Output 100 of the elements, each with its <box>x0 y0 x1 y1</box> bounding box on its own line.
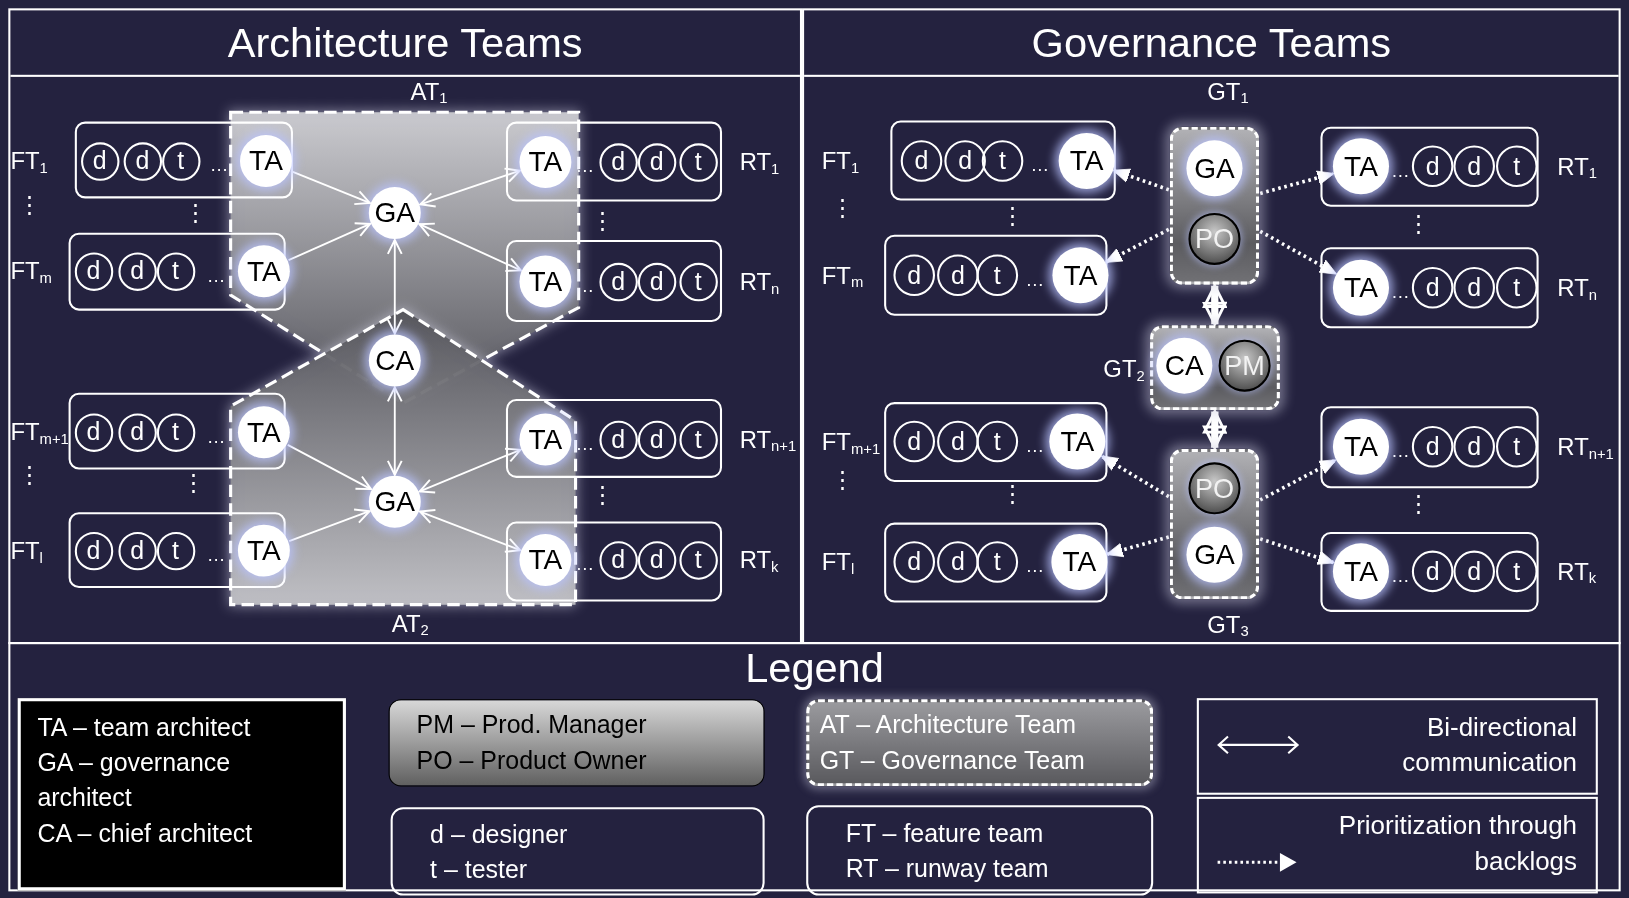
ellipsis: … <box>574 553 596 575</box>
team-label: FT$_{m+1}$ <box>10 417 69 447</box>
role-circle: d <box>1411 267 1454 309</box>
panel <box>802 8 1621 645</box>
legend-text: Prioritization through backlogs <box>1337 809 1578 877</box>
arrow <box>286 443 372 491</box>
role-circle: t <box>1496 267 1538 309</box>
team-label: RT$_{n}$ <box>739 267 780 297</box>
role-circle: TA <box>1332 543 1389 600</box>
role-circle: t <box>981 140 1024 182</box>
role-circle: d <box>1453 145 1495 187</box>
role-circle: CA <box>1156 337 1213 394</box>
legend-text: FT – feature team <box>845 817 1045 849</box>
arrow <box>1259 229 1338 276</box>
ellipsis: … <box>1390 440 1411 462</box>
team-label: AT$_{1}$ <box>409 76 449 106</box>
role-circle: PO <box>1188 212 1241 265</box>
role-circle: TA <box>1051 534 1108 591</box>
team-label: GT$_{3}$ <box>1206 609 1250 639</box>
team-label: FT$_{l}$ <box>10 536 43 566</box>
role-circle: d <box>117 531 157 570</box>
vertical-ellipsis: ⋮ <box>591 481 608 508</box>
ellipsis: … <box>205 264 227 286</box>
vertical-ellipsis: ⋮ <box>831 466 848 494</box>
arrow <box>287 222 372 262</box>
ellipsis: … <box>1024 435 1046 457</box>
panel <box>8 8 803 645</box>
vertical-ellipsis: ⋮ <box>1406 490 1424 518</box>
role-circle: t <box>1496 425 1538 468</box>
legend-text: AT – Architecture Team <box>819 709 1078 741</box>
role-circle: d <box>893 541 935 583</box>
team-label: AT$_{2}$ <box>390 608 430 638</box>
vertical-ellipsis: ⋮ <box>1406 209 1424 237</box>
ellipsis: … <box>208 154 230 176</box>
arrow <box>418 447 522 494</box>
ellipsis: … <box>1390 281 1411 303</box>
arrow <box>288 508 371 543</box>
role-circle: PO <box>1188 462 1241 515</box>
ellipsis: … <box>1390 565 1411 586</box>
role-circle: t <box>678 262 718 301</box>
arrow <box>386 386 403 476</box>
role-circle: d <box>937 254 979 297</box>
role-circle: TA <box>1049 413 1106 470</box>
role-circle: d <box>900 140 943 182</box>
role-circle: d <box>117 412 157 452</box>
team-label: RT$_{k}$ <box>739 545 779 575</box>
role-circle: t <box>156 412 195 452</box>
role-circle: GA <box>1186 140 1243 197</box>
legend-text: GT – Governance Team <box>819 744 1086 776</box>
ellipsis: … <box>574 433 596 454</box>
vertical-ellipsis: ⋮ <box>831 194 848 222</box>
role-circle: t <box>1496 550 1538 593</box>
team-label: FT$_{1}$ <box>10 146 48 176</box>
vertical-ellipsis: ⋮ <box>1001 202 1019 230</box>
legend-text: Bi-directional communication <box>1401 710 1578 779</box>
vertical-ellipsis: ⋮ <box>17 191 35 219</box>
role-circle: d <box>74 412 113 452</box>
role-circle: PM <box>1218 339 1271 392</box>
legend-box <box>806 805 1154 896</box>
role-circle: d <box>1411 550 1454 593</box>
arrow <box>1259 537 1335 565</box>
role-circle: TA <box>1058 133 1115 190</box>
role-circle: d <box>637 142 676 182</box>
role-circle: TA <box>1052 247 1109 304</box>
team-label: RT$_{n}$ <box>1557 273 1597 303</box>
team-label: GT$_{2}$ <box>1102 354 1146 384</box>
legend-text: PM – Prod. Manager <box>416 709 648 741</box>
ellipsis: … <box>1024 269 1046 290</box>
arrow <box>1105 535 1170 558</box>
legend-box <box>806 699 1154 787</box>
legend-text: TA – team architect <box>37 711 252 743</box>
ellipsis: … <box>1029 154 1051 176</box>
role-circle: d <box>598 142 638 182</box>
role-circle: t <box>156 531 195 570</box>
vertical-ellipsis: ⋮ <box>1001 479 1019 507</box>
role-circle: d <box>123 141 162 181</box>
team-label: RT$_{k}$ <box>1557 556 1597 586</box>
legend-text: CA – chief architect <box>37 817 254 849</box>
arrow <box>386 239 403 335</box>
panel-title: Architecture Teams <box>10 10 800 77</box>
arrow <box>419 167 521 208</box>
role-circle: d <box>637 262 676 301</box>
role-circle: d <box>893 254 935 297</box>
panel-title: Governance Teams <box>804 10 1619 77</box>
arrow <box>290 170 371 206</box>
role-circle: TA <box>1332 259 1389 316</box>
team-label: RT$_{1}$ <box>739 147 780 177</box>
role-circle: d <box>598 540 638 580</box>
legend-text: t – tester <box>430 853 529 885</box>
arrow <box>419 509 522 553</box>
legend-box <box>17 698 346 891</box>
role-circle: t <box>161 141 200 181</box>
legend-text: d – designer <box>430 818 569 850</box>
team-label: RT$_{1}$ <box>1557 151 1597 181</box>
role-circle: TA <box>1332 418 1389 475</box>
arrow <box>1259 170 1335 196</box>
team-label: RT$_{n+1}$ <box>739 424 797 454</box>
ellipsis: … <box>205 425 227 447</box>
legend-text: GA – governance architect <box>37 747 232 814</box>
legend-box <box>388 699 765 787</box>
